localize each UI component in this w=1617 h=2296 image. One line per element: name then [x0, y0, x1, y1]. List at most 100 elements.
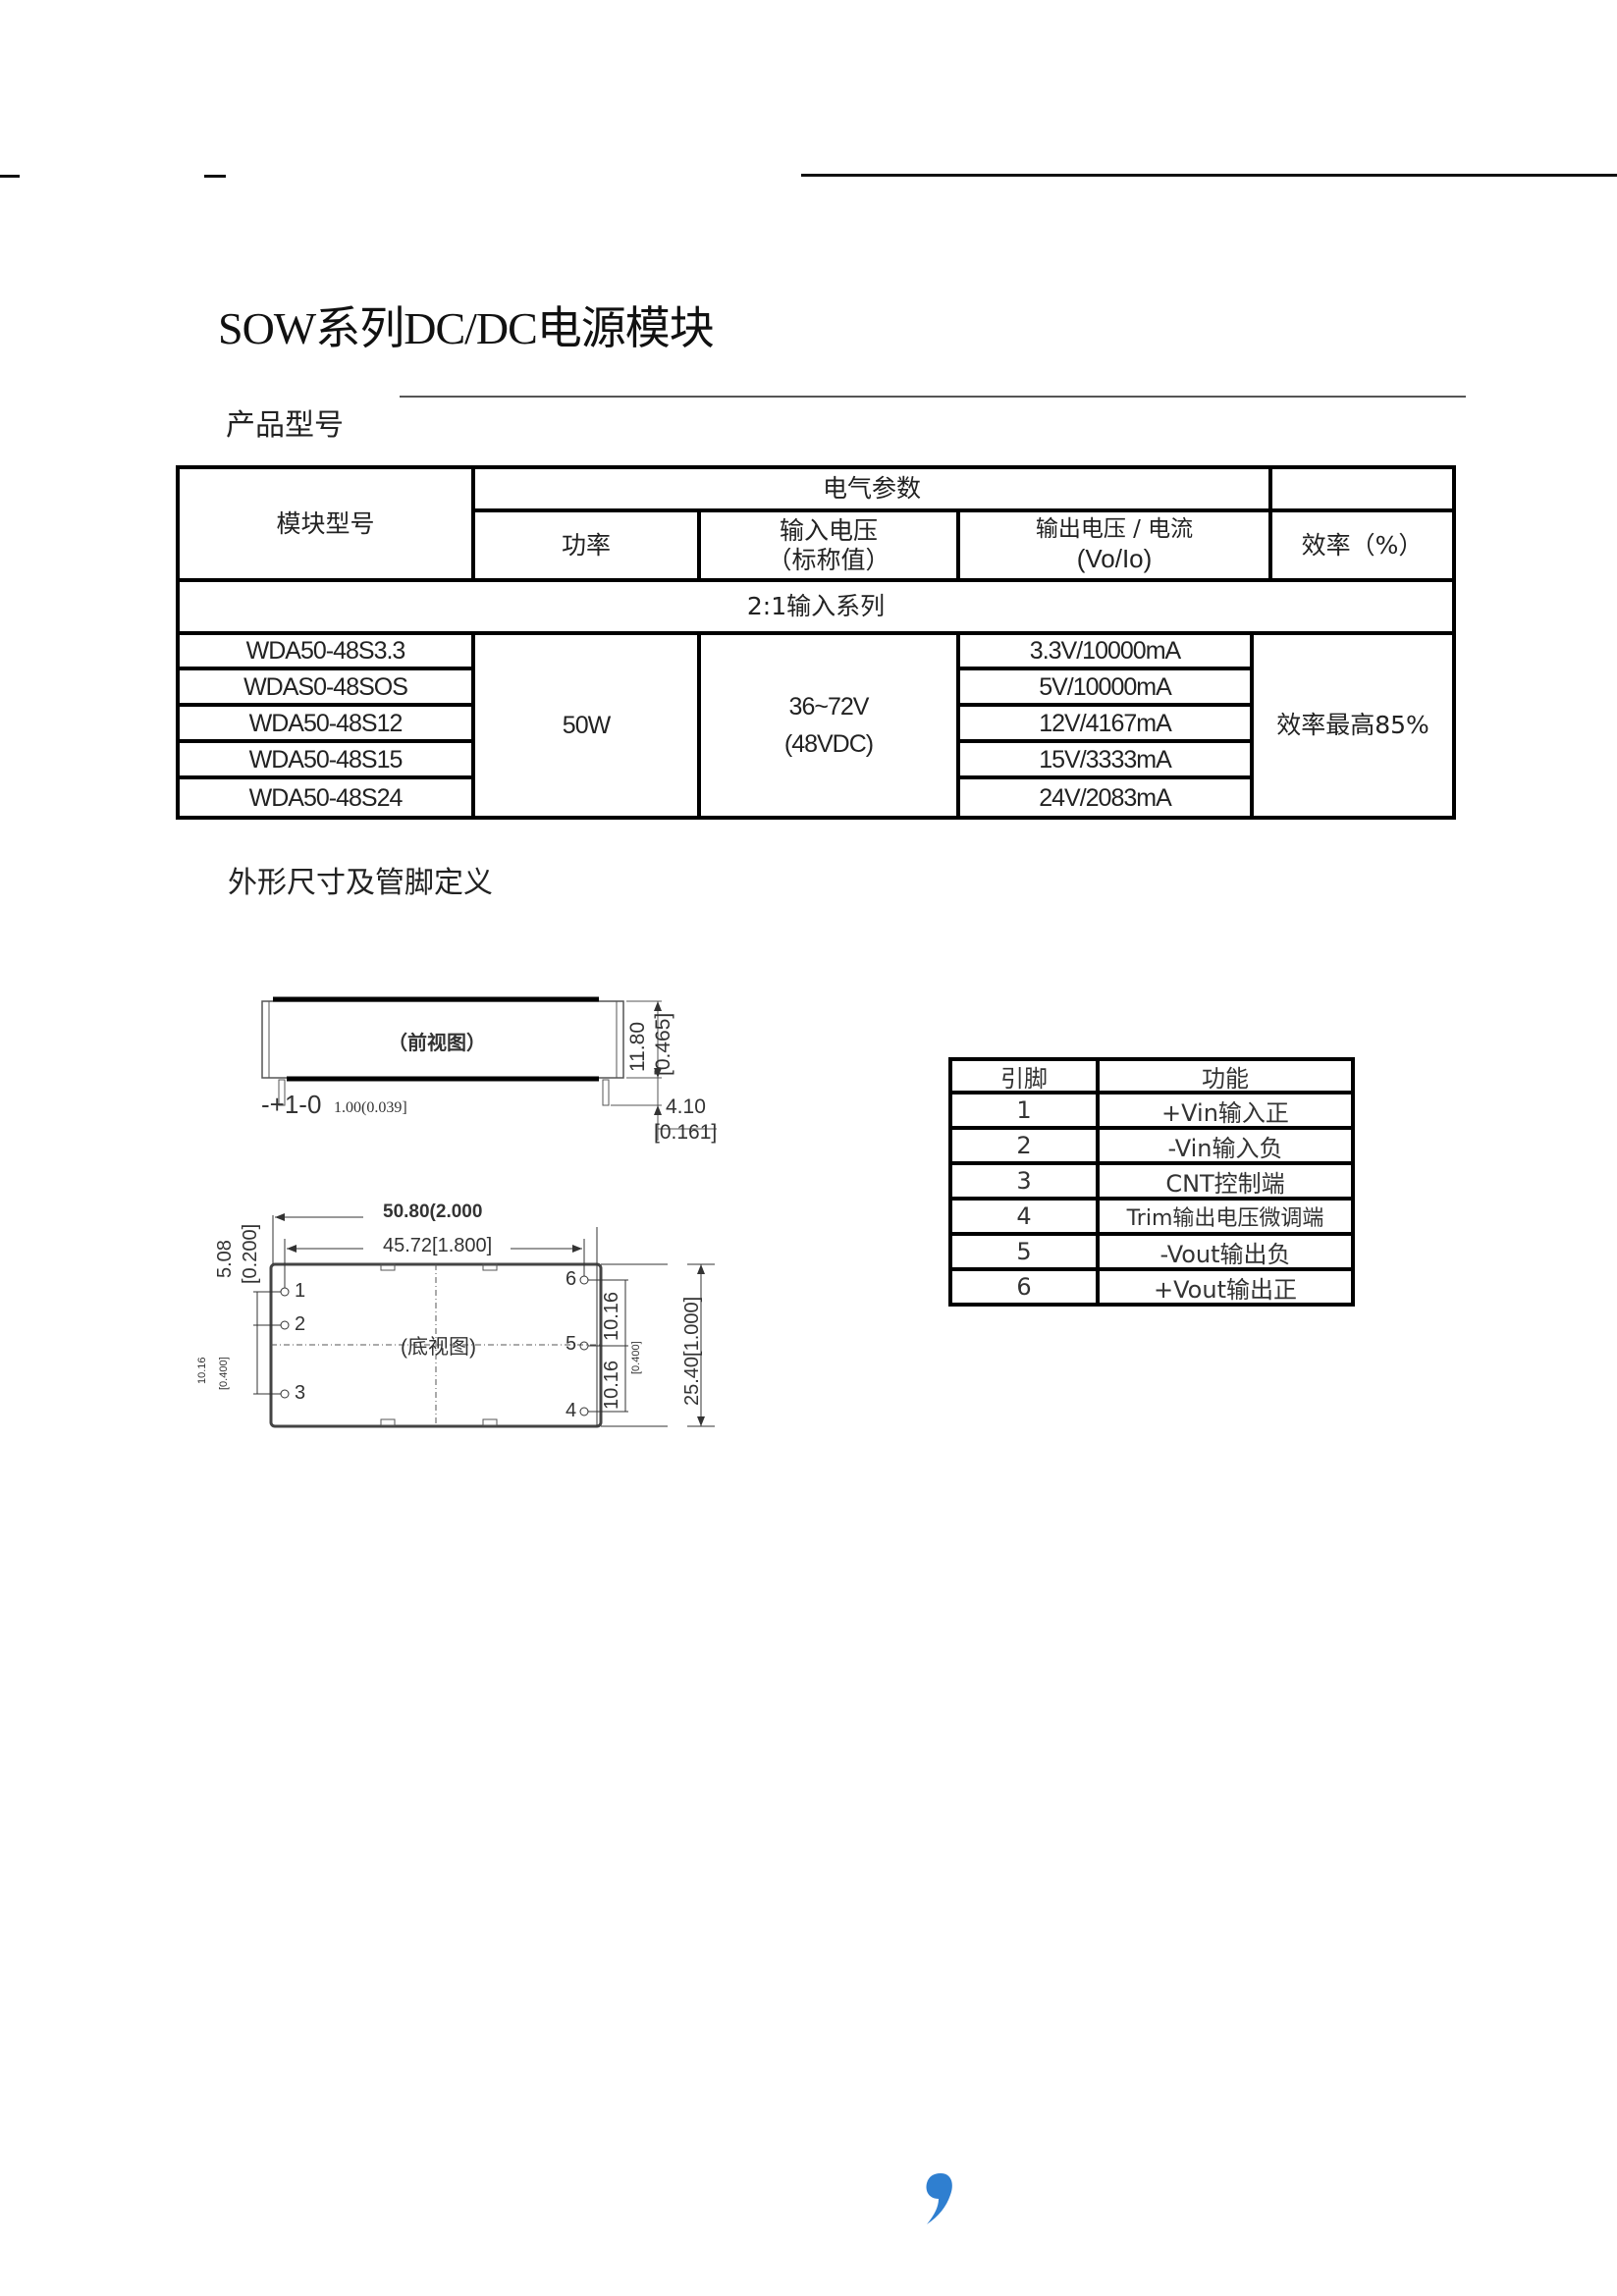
output-value: 24V/2083mA [1039, 783, 1172, 812]
pin-label-4: 4 [566, 1400, 577, 1421]
pin-span: 45.72[1.800] [383, 1235, 493, 1256]
comma-icon [926, 2173, 952, 2224]
model-name: WDA50-48S15 [248, 745, 404, 774]
left-pitch-in: [0.400] [218, 1357, 230, 1390]
table-row-output-1: 3.3V/10000mA [956, 631, 1254, 670]
pin-function: +Vin输入正 [1161, 1098, 1289, 1127]
output-value: 12V/4167mA [1039, 709, 1172, 737]
section-rule [400, 396, 1466, 398]
pin-label-5: 5 [566, 1333, 577, 1355]
table-row-function: CNT控制端 [1096, 1161, 1355, 1201]
table-row-function: +Vout输出正 [1096, 1267, 1355, 1307]
pin-number: 3 [1016, 1167, 1032, 1195]
model-name: WDAS0-48SOS [243, 672, 408, 701]
height-total: 25.40[1.000] [681, 1296, 703, 1406]
output-value: 5V/10000mA [1039, 672, 1172, 701]
pin-number: 6 [1016, 1273, 1032, 1301]
function-header: 功能 [1096, 1057, 1355, 1095]
table-row-output-3: 12V/4167mA [956, 703, 1254, 743]
table-row-pin: 3 [948, 1161, 1100, 1201]
header-rule-left-a [0, 175, 20, 178]
section-heading-models: 产品型号 [226, 408, 344, 443]
header-rule-right [801, 174, 1617, 177]
pin-function: Trim输出电压微调端 [1126, 1206, 1324, 1231]
bottom-view-drawing: 50.80(2.000 45.72[1.800] 5.08 [0.200] 10… [196, 1198, 727, 1443]
power-value: 50W [562, 712, 611, 739]
pin-number: 1 [1016, 1096, 1032, 1124]
table-row-model-2: WDAS0-48SOS [176, 667, 475, 707]
header-output-sub: (Vo/Io) [1076, 543, 1153, 573]
left-pitch: 10.16 [196, 1357, 208, 1384]
model-name: WDA50-48S24 [248, 783, 404, 812]
pin-number: 2 [1016, 1132, 1032, 1159]
pin-function: +Vout输出正 [1154, 1275, 1297, 1304]
table-row-function: -Vin输入负 [1096, 1126, 1355, 1165]
output-value: 15V/3333mA [1039, 745, 1172, 774]
pin-number: 4 [1016, 1202, 1032, 1230]
section-heading-outline: 外形尺寸及管脚定义 [228, 866, 493, 900]
pin-function: CNT控制端 [1165, 1169, 1285, 1198]
header-model: 模块型号 [176, 465, 475, 582]
table-row-pin: 1 [948, 1091, 1100, 1130]
pin-label-3: 3 [295, 1382, 306, 1404]
function-header-label: 功能 [1202, 1064, 1249, 1093]
series-label: 2:1输入系列 [746, 592, 886, 620]
tolerance: -+1-0 [261, 1090, 322, 1119]
header-efficiency: 效率（%） [1268, 508, 1456, 582]
pin-function: -Vin输入负 [1167, 1134, 1283, 1162]
front-view-outline-icon [261, 996, 717, 1141]
power-cell: 50W [471, 631, 701, 820]
pin-label-6: 6 [566, 1268, 577, 1290]
table-row-output-4: 15V/3333mA [956, 739, 1254, 779]
table-row-model-4: WDA50-48S15 [176, 739, 475, 779]
page-title: SOW系列DC/DC电源模块 [218, 303, 715, 353]
pin-number: 5 [1016, 1238, 1032, 1265]
spec-table: 模块型号 电气参数 功率 输入电压 （标称值） 输出电压 / 电流 (Vo/Io… [176, 465, 1456, 820]
bottom-view-outline-icon [253, 1213, 715, 1428]
pin-header: 引脚 [948, 1057, 1100, 1095]
input-nominal: (48VDC) [783, 730, 874, 758]
header-blank [1268, 465, 1456, 512]
footer-comma-icon [921, 2171, 960, 2226]
header-electrical: 电气参数 [471, 465, 1272, 512]
right-pitch-b: 10.16 [601, 1360, 622, 1410]
table-row-function: +Vin输入正 [1096, 1091, 1355, 1130]
pin-diameter: 1.00(0.039] [334, 1099, 407, 1116]
table-row-model-1: WDA50-48S3.3 [176, 631, 475, 670]
table-row-function: -Vout输出负 [1096, 1232, 1355, 1271]
table-row-function: Trim输出电压微调端 [1096, 1197, 1355, 1236]
pin-label-2: 2 [295, 1313, 306, 1335]
input-cell: 36~72V (48VDC) [697, 631, 960, 820]
header-input-voltage-label: 输入电压 [779, 515, 878, 545]
series-row: 2:1输入系列 [176, 578, 1456, 635]
width-total: 50.80(2.000 [383, 1201, 483, 1222]
header-power: 功率 [471, 508, 701, 582]
offset-mm: 5.08 [214, 1240, 236, 1278]
pin-label-1: 1 [295, 1280, 306, 1302]
height-in: [0.465] [652, 1012, 674, 1076]
pin-length-in: [0.161] [654, 1121, 718, 1144]
table-row-pin: 4 [948, 1197, 1100, 1236]
header-output: 输出电压 / 电流 (Vo/Io) [956, 508, 1272, 582]
table-row-output-5: 24V/2083mA [956, 775, 1254, 820]
table-row-model-3: WDA50-48S12 [176, 703, 475, 743]
model-name: WDA50-48S12 [248, 709, 404, 737]
input-range: 36~72V [788, 693, 870, 721]
header-model-label: 模块型号 [276, 508, 375, 538]
height-mm: 11.80 [626, 1022, 649, 1072]
header-rule-left-b [204, 175, 226, 178]
table-row-model-5: WDA50-48S24 [176, 775, 475, 820]
efficiency-cell: 效率最高85% [1250, 631, 1456, 820]
header-output-label: 输出电压 / 电流 [1035, 516, 1194, 543]
header-input-voltage: 输入电压 （标称值） [697, 508, 960, 582]
front-view-drawing: （前视图） 11.80 [0.465] 4.10 [0.161] -+1-0 1… [255, 982, 727, 1148]
header-input-voltage-sub: （标称值） [767, 545, 890, 574]
pin-length-mm: 4.10 [666, 1095, 706, 1118]
front-view-label: （前视图） [388, 1031, 486, 1054]
header-electrical-label: 电气参数 [822, 474, 921, 503]
pin-header-label: 引脚 [1000, 1064, 1048, 1093]
table-row-output-2: 5V/10000mA [956, 667, 1254, 707]
header-efficiency-label: 效率（%） [1301, 530, 1424, 560]
header-power-label: 功率 [561, 530, 611, 560]
offset-in: [0.200] [240, 1223, 261, 1284]
